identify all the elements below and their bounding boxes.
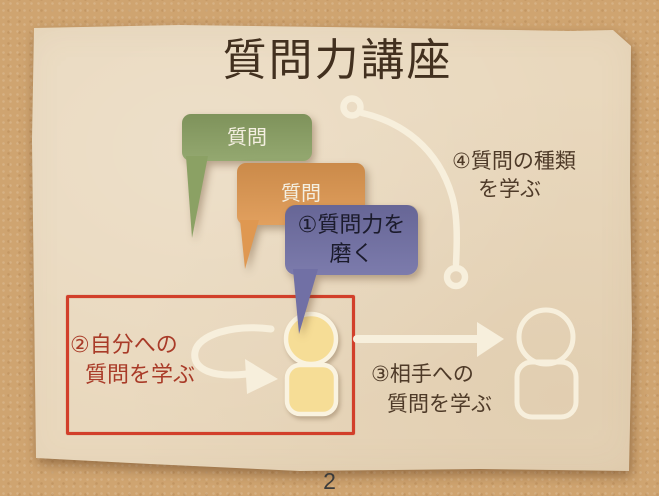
bubble-tail	[240, 220, 259, 269]
label-question-types-line1: ④質問の種類	[452, 150, 576, 173]
bubble-label-line1: ①質問力を	[297, 212, 406, 238]
bubble-tail	[293, 269, 318, 334]
page-number: 2	[323, 468, 336, 494]
label-other-question-line1: ③相手への	[371, 363, 474, 386]
label-question-types-line2: を学ぶ	[478, 177, 541, 201]
slide-title: 質問力講座	[222, 36, 453, 85]
speech-bubble-purple: ①質問力を 磨く	[285, 205, 418, 337]
label-other-question: ③相手への 質問を学ぶ	[371, 360, 492, 421]
speech-bubble-body: ①質問力を 磨く	[285, 205, 418, 275]
straight-arrow-other-question-icon	[353, 322, 504, 357]
speech-bubble-green: 質問	[182, 114, 312, 244]
label-other-question-line2: 質問を学ぶ	[387, 393, 492, 417]
curved-arrow-self-question-icon	[191, 324, 278, 394]
bubble-label: 質問	[281, 183, 321, 205]
arc-arrow-question-types-icon	[340, 95, 469, 290]
label-question-types: ④質問の種類 を学ぶ	[452, 148, 576, 203]
speech-bubble-body: 質問	[182, 114, 312, 161]
highlight-box-red	[66, 295, 355, 435]
label-self-question-line1: ②自分への	[70, 332, 178, 357]
self-person-figure	[283, 311, 339, 417]
bubble-tail	[186, 156, 208, 238]
bubble-label: 質問	[227, 126, 267, 149]
bubble-label-line2: 磨く	[329, 241, 374, 266]
other-person-figure	[514, 307, 579, 420]
label-self-question-line2: 質問を学ぶ	[85, 361, 196, 387]
label-self-question: ②自分への 質問を学ぶ	[70, 330, 195, 390]
